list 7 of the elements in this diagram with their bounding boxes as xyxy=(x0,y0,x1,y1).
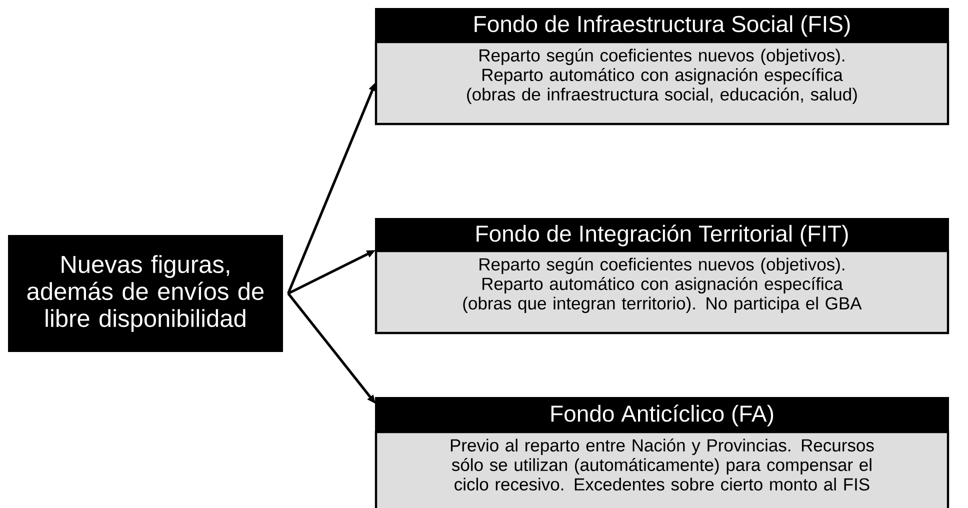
fund-box: Fondo de Integración Territorial (FIT) Reparto según coeficientes nuevos (objetivos). Reparto automático con asignación específica (obras que integran territorio). No participa el GBA xyxy=(374,218,950,334)
node-label: Fondo de Infraestructura Social (FIS) xyxy=(474,15,850,37)
figure-box: Nuevas figuras, además de envíos de libre disponibilidad xyxy=(8,235,283,352)
fund-box: Fondo Anticíclico (FA) Previo al reparto entre Nación y Provincias. Recursos sólo se utilizan (automáticamente) para compensar el ciclo recesivo. Excedentes sobre cierto monto al FIS xyxy=(374,397,950,508)
node-label: Fondo Anticíclico (FA) xyxy=(551,404,774,426)
node-label: Fondo de Integración Territorial (FIT) xyxy=(476,224,848,246)
fund-box: Fondo de Infraestructura Social (FIS) Reparto según coeficientes nuevos (objetivos). Reparto automático con asignación específica (obras de infraestructura social, educación, salud) xyxy=(374,8,950,126)
